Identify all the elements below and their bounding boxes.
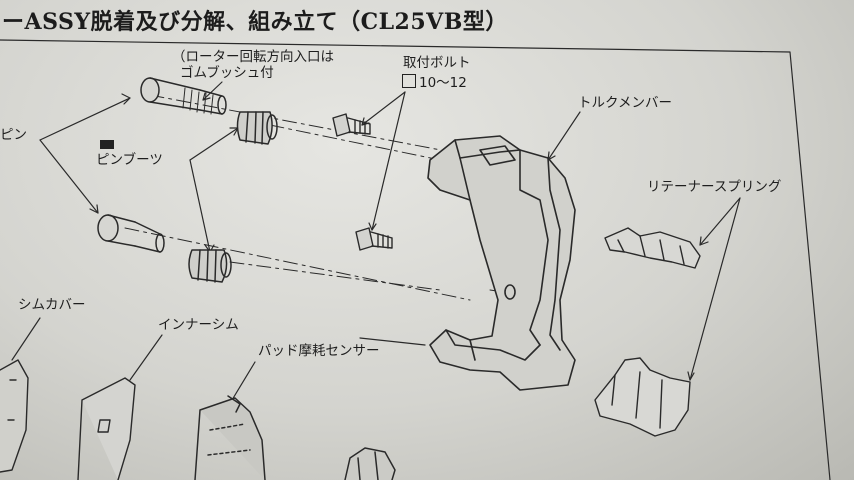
label-torque-member: トルクメンバー — [578, 95, 672, 111]
caliper-partial — [344, 447, 396, 480]
guide-pin-lower — [97, 214, 165, 253]
label-mount-bolt: 取付ボルト — [403, 55, 471, 71]
label-pad-wear-sensor: パッド摩耗センサー — [258, 343, 380, 359]
pin-boot-upper — [236, 111, 278, 145]
label-shim-cover: シムカバー — [18, 297, 86, 313]
label-retainer-spring: リテーナースプリング — [647, 179, 782, 195]
grease-icon — [100, 140, 114, 149]
torque-spec: 10～12 — [402, 74, 467, 92]
mounting-bolt-lower — [355, 227, 393, 251]
page-title: ーASSY脱着及び分解、組み立て（CL25VB型） — [2, 9, 508, 35]
inner-shim — [77, 377, 136, 480]
label-rotor-note: （ローター回転方向入口は ゴムブッシュ付 — [172, 49, 334, 81]
shim-cover — [0, 359, 29, 473]
label-pin: ピン — [0, 127, 27, 143]
retainer-spring-upper — [604, 227, 701, 269]
frame-line — [0, 39, 831, 480]
pad-with-wear-sensor — [194, 395, 266, 480]
torque-wrench-icon — [402, 74, 416, 88]
mounting-bolt-upper — [332, 113, 371, 137]
retainer-spring-lower — [594, 357, 691, 437]
torque-value: 10～12 — [419, 75, 467, 91]
torque-member — [427, 135, 576, 391]
label-pin-boots: ピンブーツ — [96, 152, 163, 168]
label-rotor-note-line1: （ローター回転方向入口は — [172, 49, 334, 65]
leader-lines — [11, 81, 741, 401]
label-inner-shim: インナーシム — [158, 317, 239, 333]
pin-boot-lower — [188, 249, 232, 283]
label-rotor-note-line2: ゴムブッシュ付 — [180, 64, 274, 81]
guide-pin-upper — [140, 77, 227, 115]
